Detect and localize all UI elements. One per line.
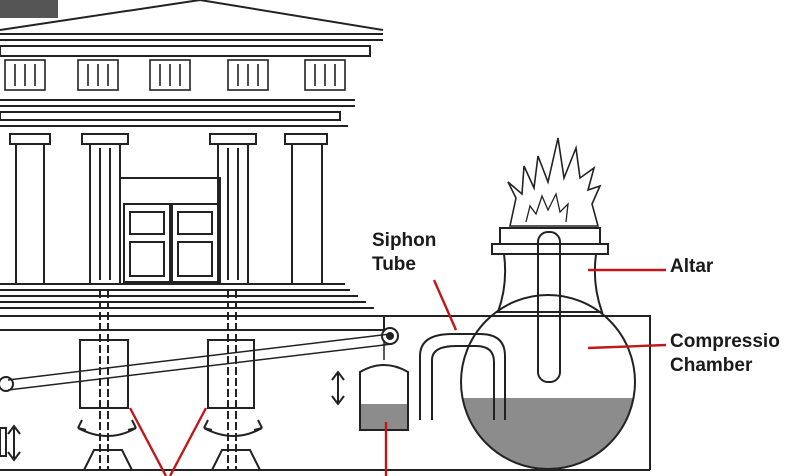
corner-block [0,0,58,18]
altar-flames [507,137,602,227]
leader-compression [587,343,667,350]
mechanism [0,137,651,471]
compression-label-line1: Compressio [670,331,780,352]
compression-chamber-label: Compressio Chamber [670,330,780,378]
leader-v-left [128,407,168,476]
rotation-arrow-left [77,427,137,437]
entablature [0,45,371,57]
altar-label: Altar [670,256,714,277]
chamber-water [461,398,635,469]
temple-columns [9,133,328,285]
pediment-roof [0,0,384,31]
leader-v-right [168,407,208,476]
rotation-arrow-right [203,427,263,437]
underground-chamber [0,315,651,470]
bucket-water [361,404,407,429]
pulley-left [0,376,14,392]
temple [0,0,384,317]
siphon-tube-label: Siphon Tube [372,229,436,277]
siphon-tube [419,333,506,420]
altar-pipe [537,231,561,383]
siphon-label-line2: Tube [372,254,416,275]
compression-label-line2: Chamber [670,355,753,376]
frieze-blocks [4,59,346,91]
siphon-label-line1: Siphon [372,230,437,251]
counterweight-left [79,339,129,409]
leader-lines [128,268,667,476]
leader-siphon [432,279,458,331]
bucket [359,364,409,431]
counterweight-right [207,339,255,409]
altar [491,227,609,313]
temple-steps [0,283,384,317]
temple-door [119,177,221,285]
compression-sphere [460,294,636,470]
